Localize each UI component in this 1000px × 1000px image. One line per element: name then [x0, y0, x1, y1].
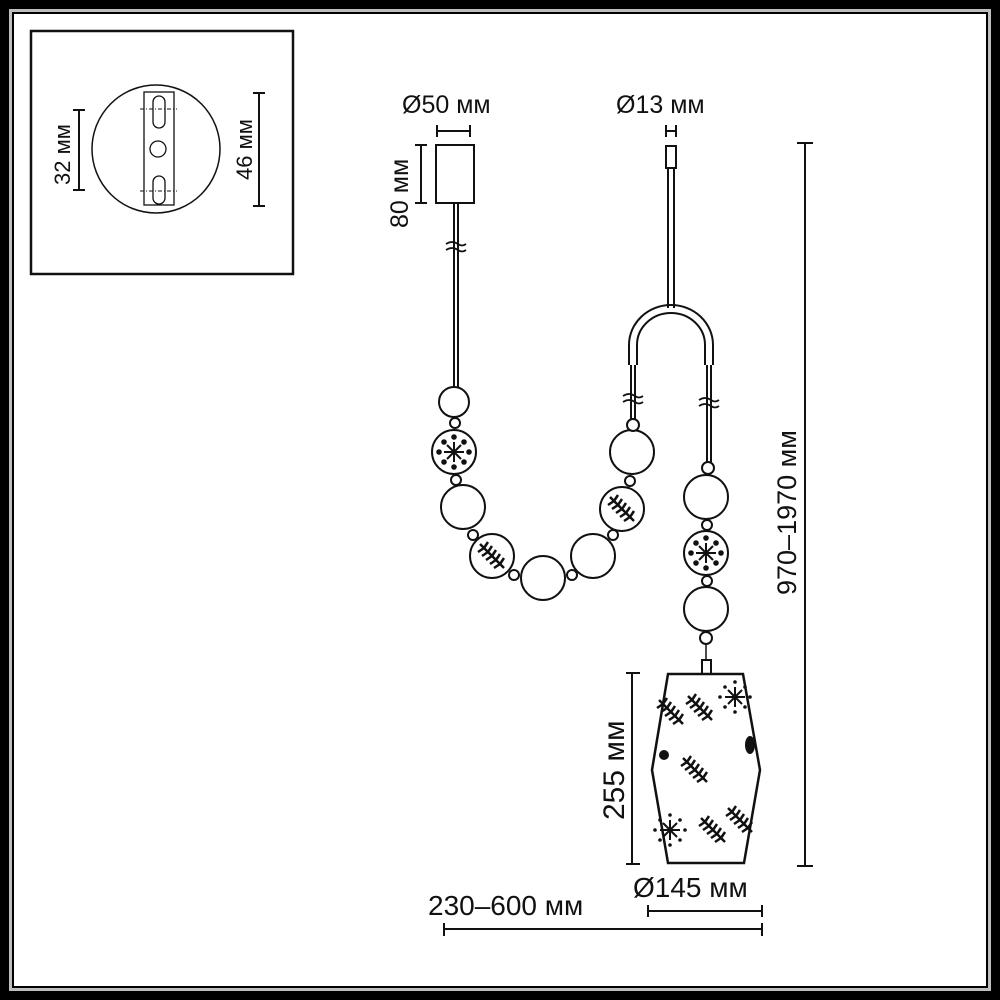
total-width-dimension: 230–600 мм	[428, 890, 763, 936]
shade-height-dimension: 255 мм	[598, 672, 640, 865]
canopy: Ø50 мм 80 мм	[386, 91, 491, 228]
shade-diameter-dimension: Ø145 мм	[633, 872, 763, 917]
canopy-diameter-label: Ø50 мм	[402, 91, 491, 119]
suspension-cable	[445, 203, 467, 388]
total-height-label: 970–1970 мм	[772, 430, 802, 595]
slot-top	[152, 95, 166, 129]
slot-bottom	[152, 175, 166, 205]
canopy-height-label: 80 мм	[386, 159, 414, 228]
total-height-dimension: 970–1970 мм	[772, 142, 813, 867]
rod-and-hook: Ø13 мм	[616, 91, 720, 462]
bead-chain-right	[683, 461, 729, 675]
inset-panel: 32 мм 46 мм	[29, 29, 295, 276]
inset-32mm-label: 32 мм	[50, 124, 75, 185]
inset-46mm-label: 46 мм	[232, 119, 257, 180]
shade-height-label: 255 мм	[598, 720, 631, 820]
center-hole	[149, 140, 167, 158]
mounting-plate	[143, 91, 175, 206]
drawing-sheet	[9, 9, 991, 991]
total-width-label: 230–600 мм	[428, 890, 583, 921]
glass-shade	[650, 672, 762, 865]
canopy-circle	[91, 84, 221, 214]
bead-chain	[431, 386, 655, 601]
shade-diameter-label: Ø145 мм	[633, 872, 748, 903]
rod-diameter-label: Ø13 мм	[616, 91, 705, 119]
